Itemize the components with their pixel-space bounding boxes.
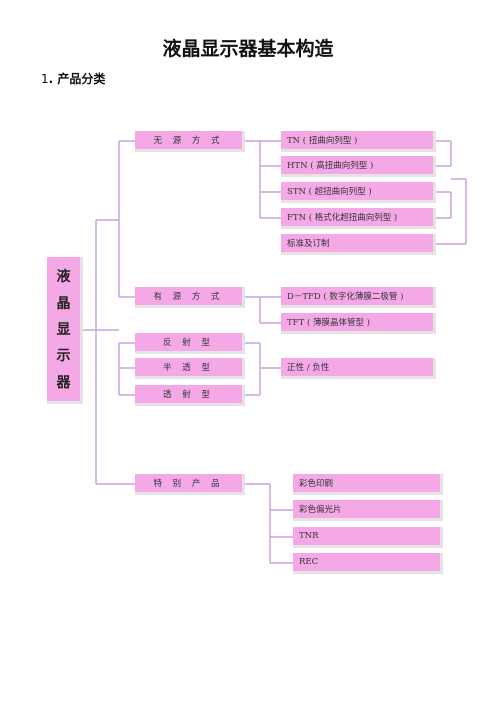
root-char: 晶 [56, 295, 71, 312]
special-product-color-polarizer: 彩色偏光片 [293, 500, 443, 521]
section-title: . 产品分类 [48, 72, 106, 86]
page-title: 液晶显示器基本构造 [162, 38, 334, 60]
special-product-rec: REC [293, 553, 443, 574]
passive-type-tn: TN ( 扭曲向列型 ) [281, 131, 436, 152]
category-reflective: 反 射 型 [135, 333, 245, 354]
active-type-tft: TFT ( 薄膜晶体管型 ) [281, 313, 436, 334]
category-transmissive: 透 射 型 [135, 385, 245, 406]
special-product-color-print: 彩色印刷 [293, 474, 443, 495]
active-type-dtfd: D－TFD ( 数字化薄膜二极管 ) [281, 287, 436, 308]
root-char: 示 [56, 348, 71, 365]
root-char: 液 [56, 269, 71, 286]
section-heading: 1. 产品分类 [41, 70, 105, 87]
passive-note: 标准及订制 [281, 234, 436, 255]
section-number: 1 [41, 72, 49, 86]
special-product-tnr: TNR [293, 527, 443, 548]
lcd-root-node: 液 晶 显 示 器 [47, 257, 83, 404]
polarity-box: 正性 / 负性 [281, 358, 436, 379]
category-special: 特 别 产 品 [135, 474, 245, 495]
category-transflective: 半 透 型 [135, 358, 245, 379]
root-char: 显 [56, 321, 71, 338]
passive-type-stn: STN ( 超扭曲向列型 ) [281, 182, 436, 203]
passive-type-ftn: FTN ( 格式化超扭曲向列型 ) [281, 208, 436, 229]
passive-type-htn: HTN ( 高扭曲向列型 ) [281, 156, 436, 177]
category-active: 有 源 方 式 [135, 287, 245, 308]
category-passive: 无 源 方 式 [135, 131, 245, 152]
root-char: 器 [56, 374, 71, 391]
